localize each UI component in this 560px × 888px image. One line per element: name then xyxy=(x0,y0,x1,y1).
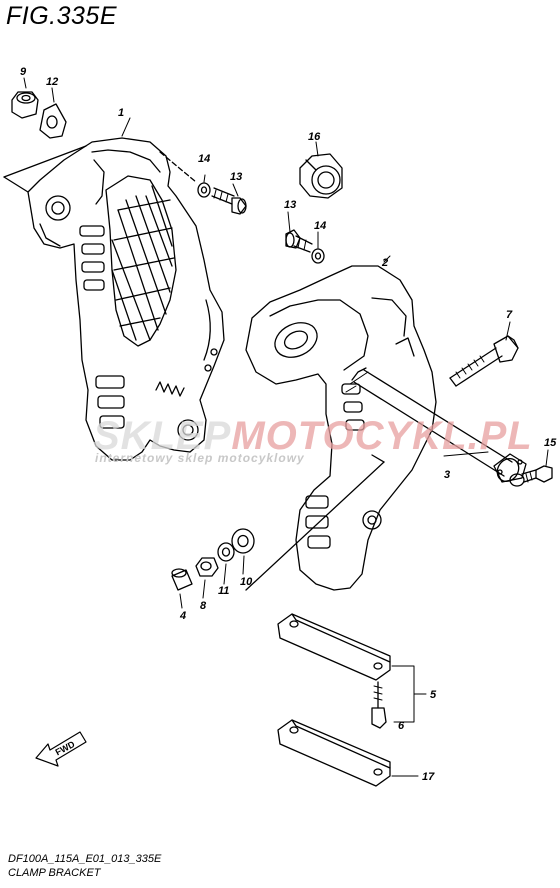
bolt-13-upper xyxy=(211,187,247,215)
callout-17: 17 xyxy=(422,771,435,783)
tilt-tube xyxy=(345,367,527,487)
nut-9 xyxy=(11,77,39,119)
callout-10: 10 xyxy=(240,576,253,588)
callout-16: 16 xyxy=(308,131,321,143)
bolt-6 xyxy=(371,681,387,729)
washer-14-lower xyxy=(311,248,325,264)
callout-3: 3 xyxy=(444,469,450,481)
callout-5-bracket xyxy=(391,665,427,723)
bolt-7 xyxy=(449,335,519,387)
callout-2: 2 xyxy=(381,257,388,269)
callout-9: 9 xyxy=(20,66,27,78)
washer-11 xyxy=(217,542,235,562)
washer-14-upper xyxy=(197,182,211,198)
callout-14-upper: 14 xyxy=(198,153,210,165)
plate-17 xyxy=(277,719,419,787)
callout-4: 4 xyxy=(179,610,186,622)
callout-8: 8 xyxy=(200,600,207,612)
callout-12: 12 xyxy=(46,76,58,88)
watermark-right: MOTOCYKL.PL xyxy=(231,414,533,458)
bolt-15 xyxy=(521,465,553,483)
callout-1: 1 xyxy=(118,107,124,119)
watermark: SKLEPMOTOCYKL.PL xyxy=(93,414,533,459)
plate-12 xyxy=(39,87,67,139)
clamp-bracket-starboard xyxy=(3,117,225,461)
footer-name: CLAMP BRACKET xyxy=(8,867,101,879)
callout-11: 11 xyxy=(218,585,229,597)
nut-8 xyxy=(195,557,219,577)
callout-7: 7 xyxy=(506,309,513,321)
callout-13-upper: 13 xyxy=(230,171,242,183)
watermark-subtitle: internetowy sklep motocyklowy xyxy=(95,451,305,465)
callout-6: 6 xyxy=(398,720,405,732)
cap-16 xyxy=(299,141,343,199)
figure-title: FIG.335E xyxy=(6,2,117,30)
bushing-4 xyxy=(171,568,193,591)
clamp-bracket-port xyxy=(245,255,437,591)
fwd-arrow-icon: FWD xyxy=(35,731,87,767)
callout-14-lower: 14 xyxy=(314,220,326,232)
callout-15: 15 xyxy=(544,437,557,449)
plate-5 xyxy=(277,613,391,681)
footer-code: DF100A_115A_E01_013_335E xyxy=(8,853,162,865)
callout-5: 5 xyxy=(430,689,437,701)
bolt-13-lower xyxy=(285,229,313,253)
watermark-left: SKLEP xyxy=(93,414,232,458)
callout-13-lower: 13 xyxy=(284,199,296,211)
washer-10 xyxy=(231,528,255,554)
